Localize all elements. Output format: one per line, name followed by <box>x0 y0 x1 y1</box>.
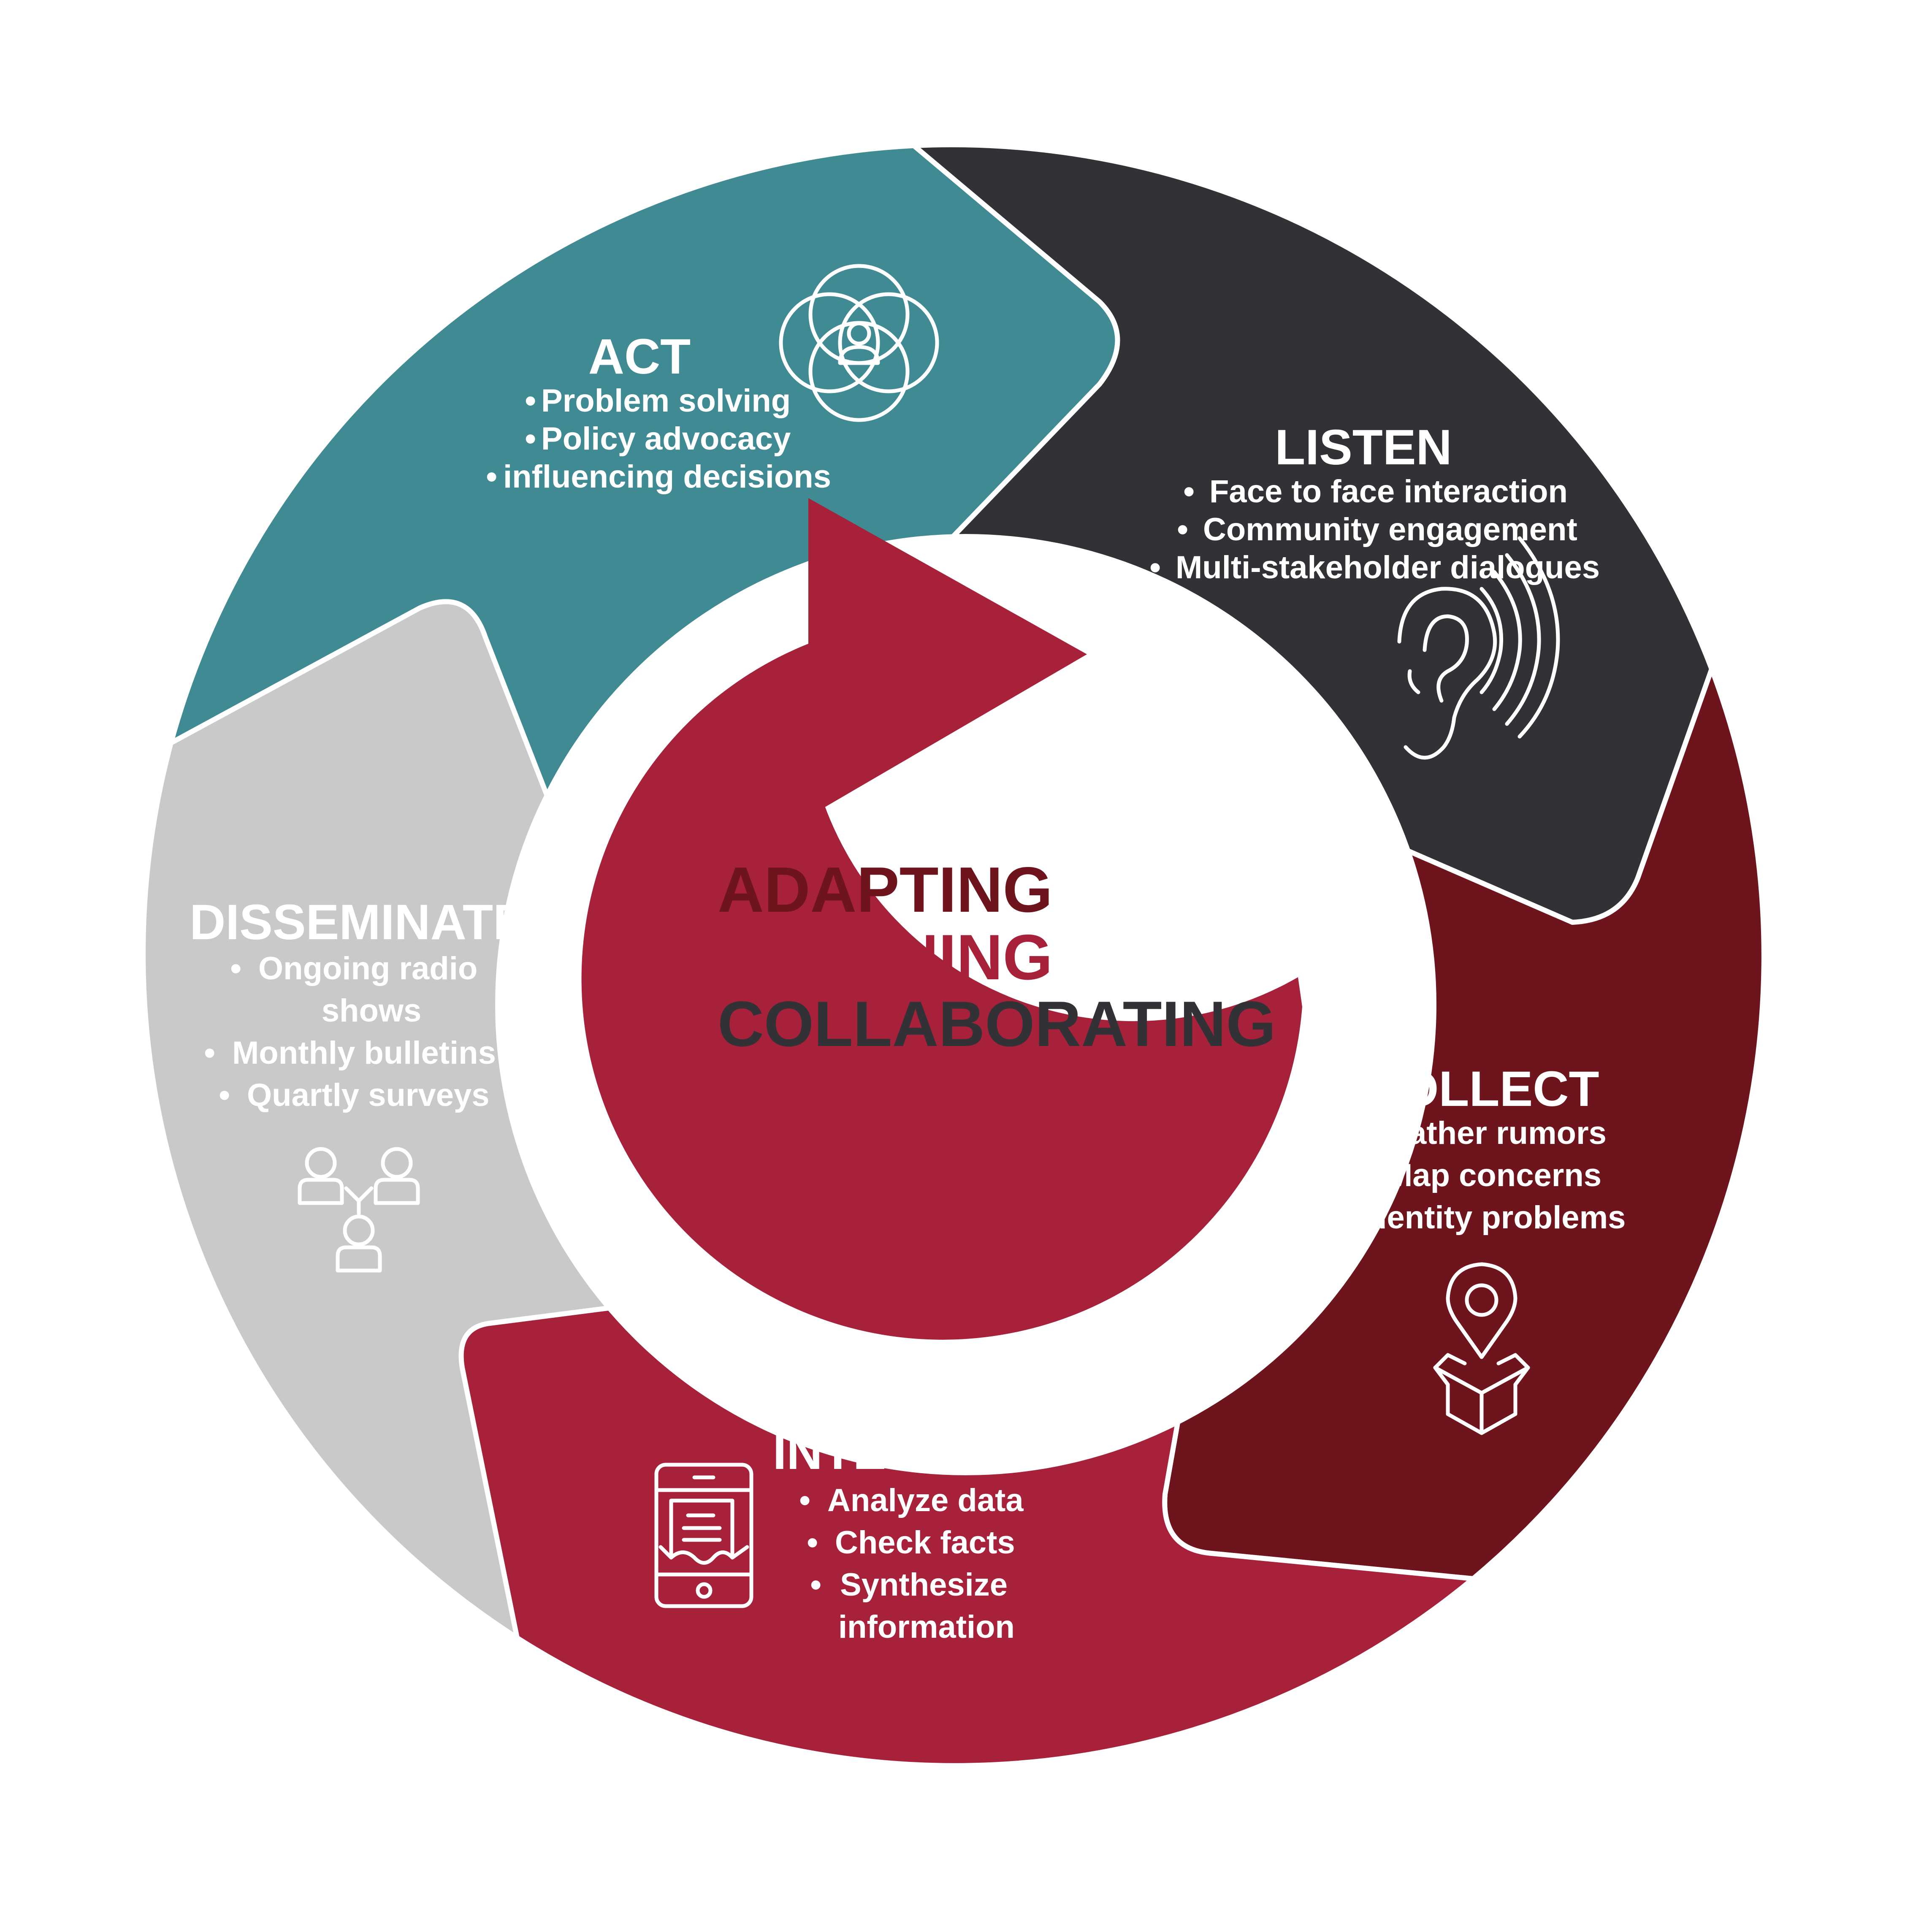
act-bullet-1: • <box>525 383 536 419</box>
act-item-3: influencing decisions <box>503 459 831 495</box>
act-item-1: Problem solving <box>541 383 791 419</box>
listen-bullet-3: • <box>1149 550 1161 585</box>
disseminate-bullet-2: • <box>204 1035 215 1071</box>
collect-title: COLLECT <box>1364 1061 1599 1117</box>
listen-bullet-1: • <box>1183 474 1195 509</box>
ear-sound-waves-icon <box>1397 536 1560 760</box>
arrow-head <box>808 498 1087 817</box>
listen-item-1: Face to face interaction <box>1209 474 1568 509</box>
disseminate-item-1: Ongoing radio <box>258 951 477 986</box>
disseminate-section: DISSEMINATE • Ongoing radio shows • Mont… <box>190 894 526 1113</box>
center-line-collaborating: COLLABORATING <box>718 988 1276 1060</box>
disseminate-item-2: Monthly bulletins <box>232 1035 496 1071</box>
interpret-item-3-cont: information <box>838 1609 1015 1645</box>
act-item-2: Policy advocacy <box>541 421 791 457</box>
disseminate-bullet-3: • <box>219 1077 230 1113</box>
interpret-item-3: Synthesize <box>840 1567 1008 1603</box>
disseminate-item-1-cont: shows <box>322 993 422 1029</box>
collect-section: COLLECT • Gather rumors • Map concerns •… <box>1333 1061 1626 1236</box>
center-line-learning: LEARNING <box>718 921 1053 993</box>
interpret-bullet-3: • <box>810 1567 821 1603</box>
collect-item-2: Map concerns <box>1386 1157 1601 1193</box>
collect-bullet-2: • <box>1358 1157 1370 1193</box>
interpret-bullet-1: • <box>799 1482 810 1518</box>
disseminate-item-3: Quartly surveys <box>247 1077 490 1113</box>
circular-arrow <box>581 498 1302 1340</box>
tablet-document-icon <box>654 1463 753 1608</box>
act-segment <box>167 143 1120 842</box>
collect-item-3: Identity problems <box>1358 1200 1626 1236</box>
interpret-item-2: Check facts <box>835 1525 1015 1561</box>
listen-segment <box>907 142 1715 925</box>
act-section: ACT • Problem solving • Policy advocacy … <box>486 329 831 495</box>
overlapping-circles-person-icon <box>779 264 939 422</box>
act-bullet-2: • <box>525 421 536 457</box>
arrow-body <box>581 572 1302 1340</box>
interpret-item-1: Analyze data <box>827 1482 1024 1518</box>
segments <box>141 142 1767 1768</box>
collect-item-1: Gather rumors <box>1384 1115 1607 1151</box>
listen-title: LISTEN <box>1275 420 1452 475</box>
act-bullet-3: • <box>486 459 497 495</box>
interpret-bullet-2: • <box>807 1525 818 1561</box>
act-title: ACT <box>588 329 691 385</box>
listen-item-2: Community engagement <box>1203 512 1577 547</box>
interpret-title: INTERPRET <box>773 1424 1055 1480</box>
disseminate-title: DISSEMINATE <box>190 894 526 950</box>
listen-item-3: Multi-stakeholder dialogues <box>1176 550 1600 585</box>
listen-section: LISTEN • Face to face interaction • Comm… <box>1149 420 1600 585</box>
interpret-section: INTERPRET • Analyze data • Check facts •… <box>773 1424 1055 1645</box>
disseminate-bullet-1: • <box>230 951 241 986</box>
location-pin-box-icon <box>1433 1262 1530 1435</box>
listen-bullet-2: • <box>1177 512 1188 547</box>
people-network-icon <box>298 1147 420 1273</box>
collect-bullet-3: • <box>1333 1200 1344 1236</box>
center-title: ADAPTING LEARNING COLLABORATING <box>718 854 1276 1060</box>
center-line-adapting: ADAPTING <box>718 854 1053 926</box>
collect-bullet-1: • <box>1358 1115 1370 1151</box>
